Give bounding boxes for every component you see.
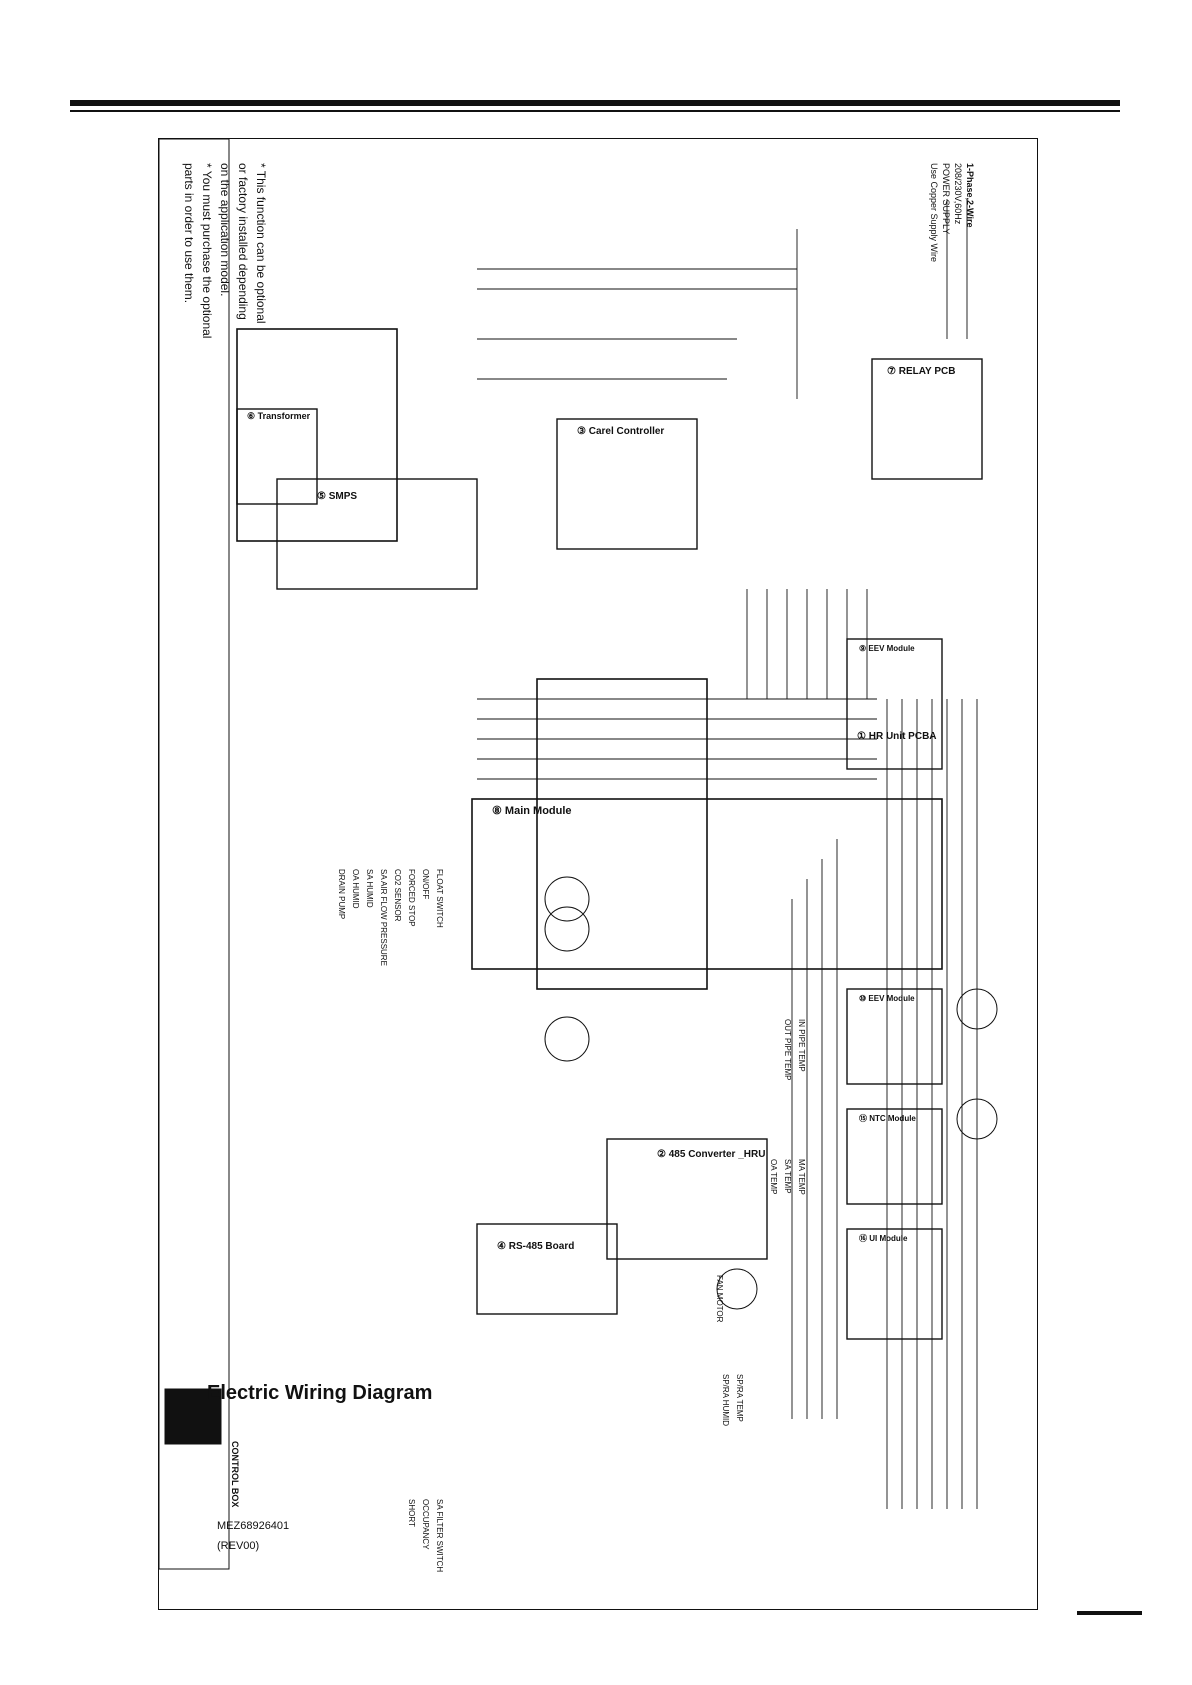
carel-box	[556, 418, 698, 550]
transformer-box	[236, 408, 318, 505]
footnote-2: or factory installed depending	[236, 163, 250, 320]
eev-main-label: ⑩ EEV Module	[859, 994, 915, 1003]
rs485-label: ④ RS-485 Board	[497, 1241, 574, 1252]
label-float: FLOAT SWITCH	[435, 869, 444, 928]
ui-module-box	[846, 1228, 943, 1340]
eev-valve-a	[544, 876, 590, 922]
diagram-frame: Electric Wiring Diagram CONTROL BOX ⑧ Ma…	[158, 138, 1038, 1610]
transformer-label: ⑥ Transformer	[247, 411, 311, 421]
rotated-sheet: Electric Wiring Diagram CONTROL BOX ⑧ Ma…	[159, 139, 1037, 1609]
rs485-box	[476, 1223, 618, 1315]
carel-label: ③ Carel Controller	[577, 426, 664, 437]
eev-reheat-box	[846, 638, 943, 770]
label-sp-humid: SP/RA HUMID	[721, 1374, 730, 1426]
converter-box	[606, 1138, 768, 1260]
power-supply-1: 1-Phase,2-Wire	[965, 163, 975, 227]
title-marker	[164, 1388, 222, 1445]
power-wiring	[477, 199, 968, 399]
label-oa-humid: OA HUMID	[351, 869, 360, 909]
power-supply-2: 208/230V,60Hz	[953, 163, 963, 225]
fan-motor-label: FAN MOTOR	[715, 1275, 724, 1323]
converter-label: ② 485 Converter _HRU	[657, 1149, 765, 1160]
control-box-title: CONTROL BOX	[230, 1441, 240, 1507]
power-supply-3: POWER SUPPLY	[941, 163, 951, 234]
ui-label: ⑯ UI Module	[859, 1233, 908, 1243]
ntc-module-box	[846, 1108, 943, 1205]
label-ma-temp: MA TEMP	[797, 1159, 806, 1195]
smps-box	[276, 478, 478, 590]
eev-valve-b	[544, 906, 590, 952]
doc-revision: (REV00)	[217, 1540, 259, 1552]
main-bus-wiring	[886, 699, 978, 1509]
hr-pcba-box	[536, 678, 708, 990]
sensor-wiring	[791, 839, 838, 1419]
footnote-1: * This function can be optional	[254, 163, 268, 324]
label-in-pipe: IN PIPE TEMP	[797, 1019, 806, 1072]
diagram-title: Electric Wiring Diagram	[207, 1382, 432, 1404]
relay-box	[871, 358, 983, 480]
label-occupancy: OCCUPANCY	[421, 1499, 430, 1550]
label-sp-temp: SP/RA TEMP	[735, 1374, 744, 1422]
main-module-label: ⑧ Main Module	[492, 805, 572, 817]
power-supply-4: Use Copper Supply Wire	[929, 163, 939, 262]
eev-main-box	[846, 988, 943, 1085]
footnote-5: parts in order to use them.	[182, 163, 196, 303]
header-rule-top	[70, 100, 1120, 106]
page-mark	[1077, 1611, 1142, 1615]
relay-label: ⑦ RELAY PCB	[887, 366, 955, 377]
eev-reheat-label: ⑨ EEV Module	[859, 644, 915, 653]
title-band	[159, 139, 230, 1570]
wiring-diagram: Electric Wiring Diagram CONTROL BOX ⑧ Ma…	[159, 139, 998, 1572]
footnote-4: * You must purchase the optional	[200, 163, 214, 338]
doc-code: MEZ68926401	[217, 1520, 289, 1532]
label-pressure: SA AIR FLOW PRESSURE	[379, 869, 388, 966]
eev-main-motor	[956, 1098, 998, 1140]
label-co2: CO2 SENSOR	[393, 869, 402, 922]
eev-valve-c	[544, 1016, 590, 1062]
footnote-3: on the application model.	[218, 163, 232, 296]
label-out-pipe: OUT PIPE TEMP	[783, 1019, 792, 1081]
ntc-label: ⑮ NTC Module	[859, 1113, 916, 1123]
label-oa-temp: OA TEMP	[769, 1159, 778, 1194]
eev-reheat-motor	[956, 988, 998, 1030]
label-sa-humid: SA HUMID	[365, 869, 374, 908]
label-short: SHORT	[407, 1499, 416, 1527]
label-sa-filter: SA FILTER SWITCH	[435, 1499, 444, 1572]
header-rule-bottom	[70, 110, 1120, 112]
smps-label: ⑤ SMPS	[317, 491, 357, 502]
label-forced-stop: FORCED STOP	[407, 869, 416, 927]
hr-pcba-label: ① HR Unit PCBA	[857, 731, 937, 742]
fan-motor-circle	[716, 1268, 758, 1310]
vertical-harness-wiring	[477, 698, 877, 800]
label-sa-temp: SA TEMP	[783, 1159, 792, 1194]
label-drain: DRAIN PUMP	[337, 869, 346, 919]
label-onoff: ON/OFF	[421, 869, 430, 899]
module-wiring	[746, 589, 868, 699]
